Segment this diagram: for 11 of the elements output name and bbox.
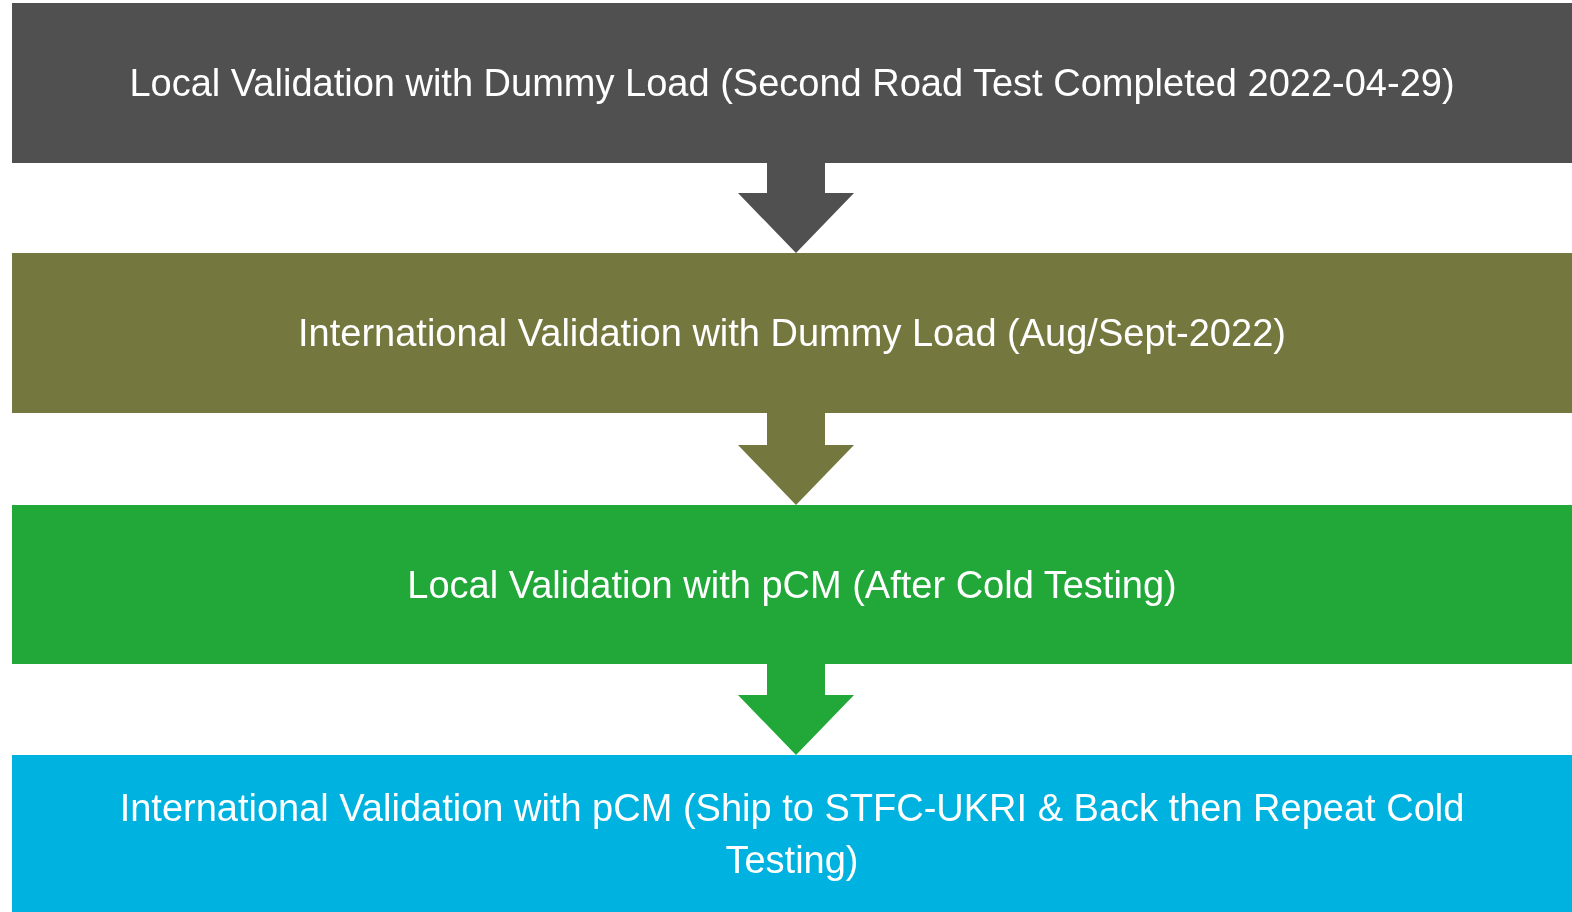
- process-band: [12, 755, 1572, 912]
- block-arrow: [738, 664, 854, 755]
- block-arrow: [738, 163, 854, 253]
- process-band: [12, 253, 1572, 413]
- step-label: Local Validation with Dummy Load (Second Road Test Completed 2022-04-29): [129, 61, 1455, 106]
- process-band: [12, 3, 1572, 163]
- block-arrow: [738, 413, 854, 505]
- process-band: [12, 505, 1572, 664]
- step-label: Local Validation with pCM (After Cold Testing): [407, 562, 1177, 608]
- step-label: International Validation with Dummy Load (Aug/Sept-2022): [298, 311, 1286, 356]
- step-label: International Validation with pCM (Ship to STFC-UKRI & Back then Repeat Cold Testing): [118, 785, 1466, 883]
